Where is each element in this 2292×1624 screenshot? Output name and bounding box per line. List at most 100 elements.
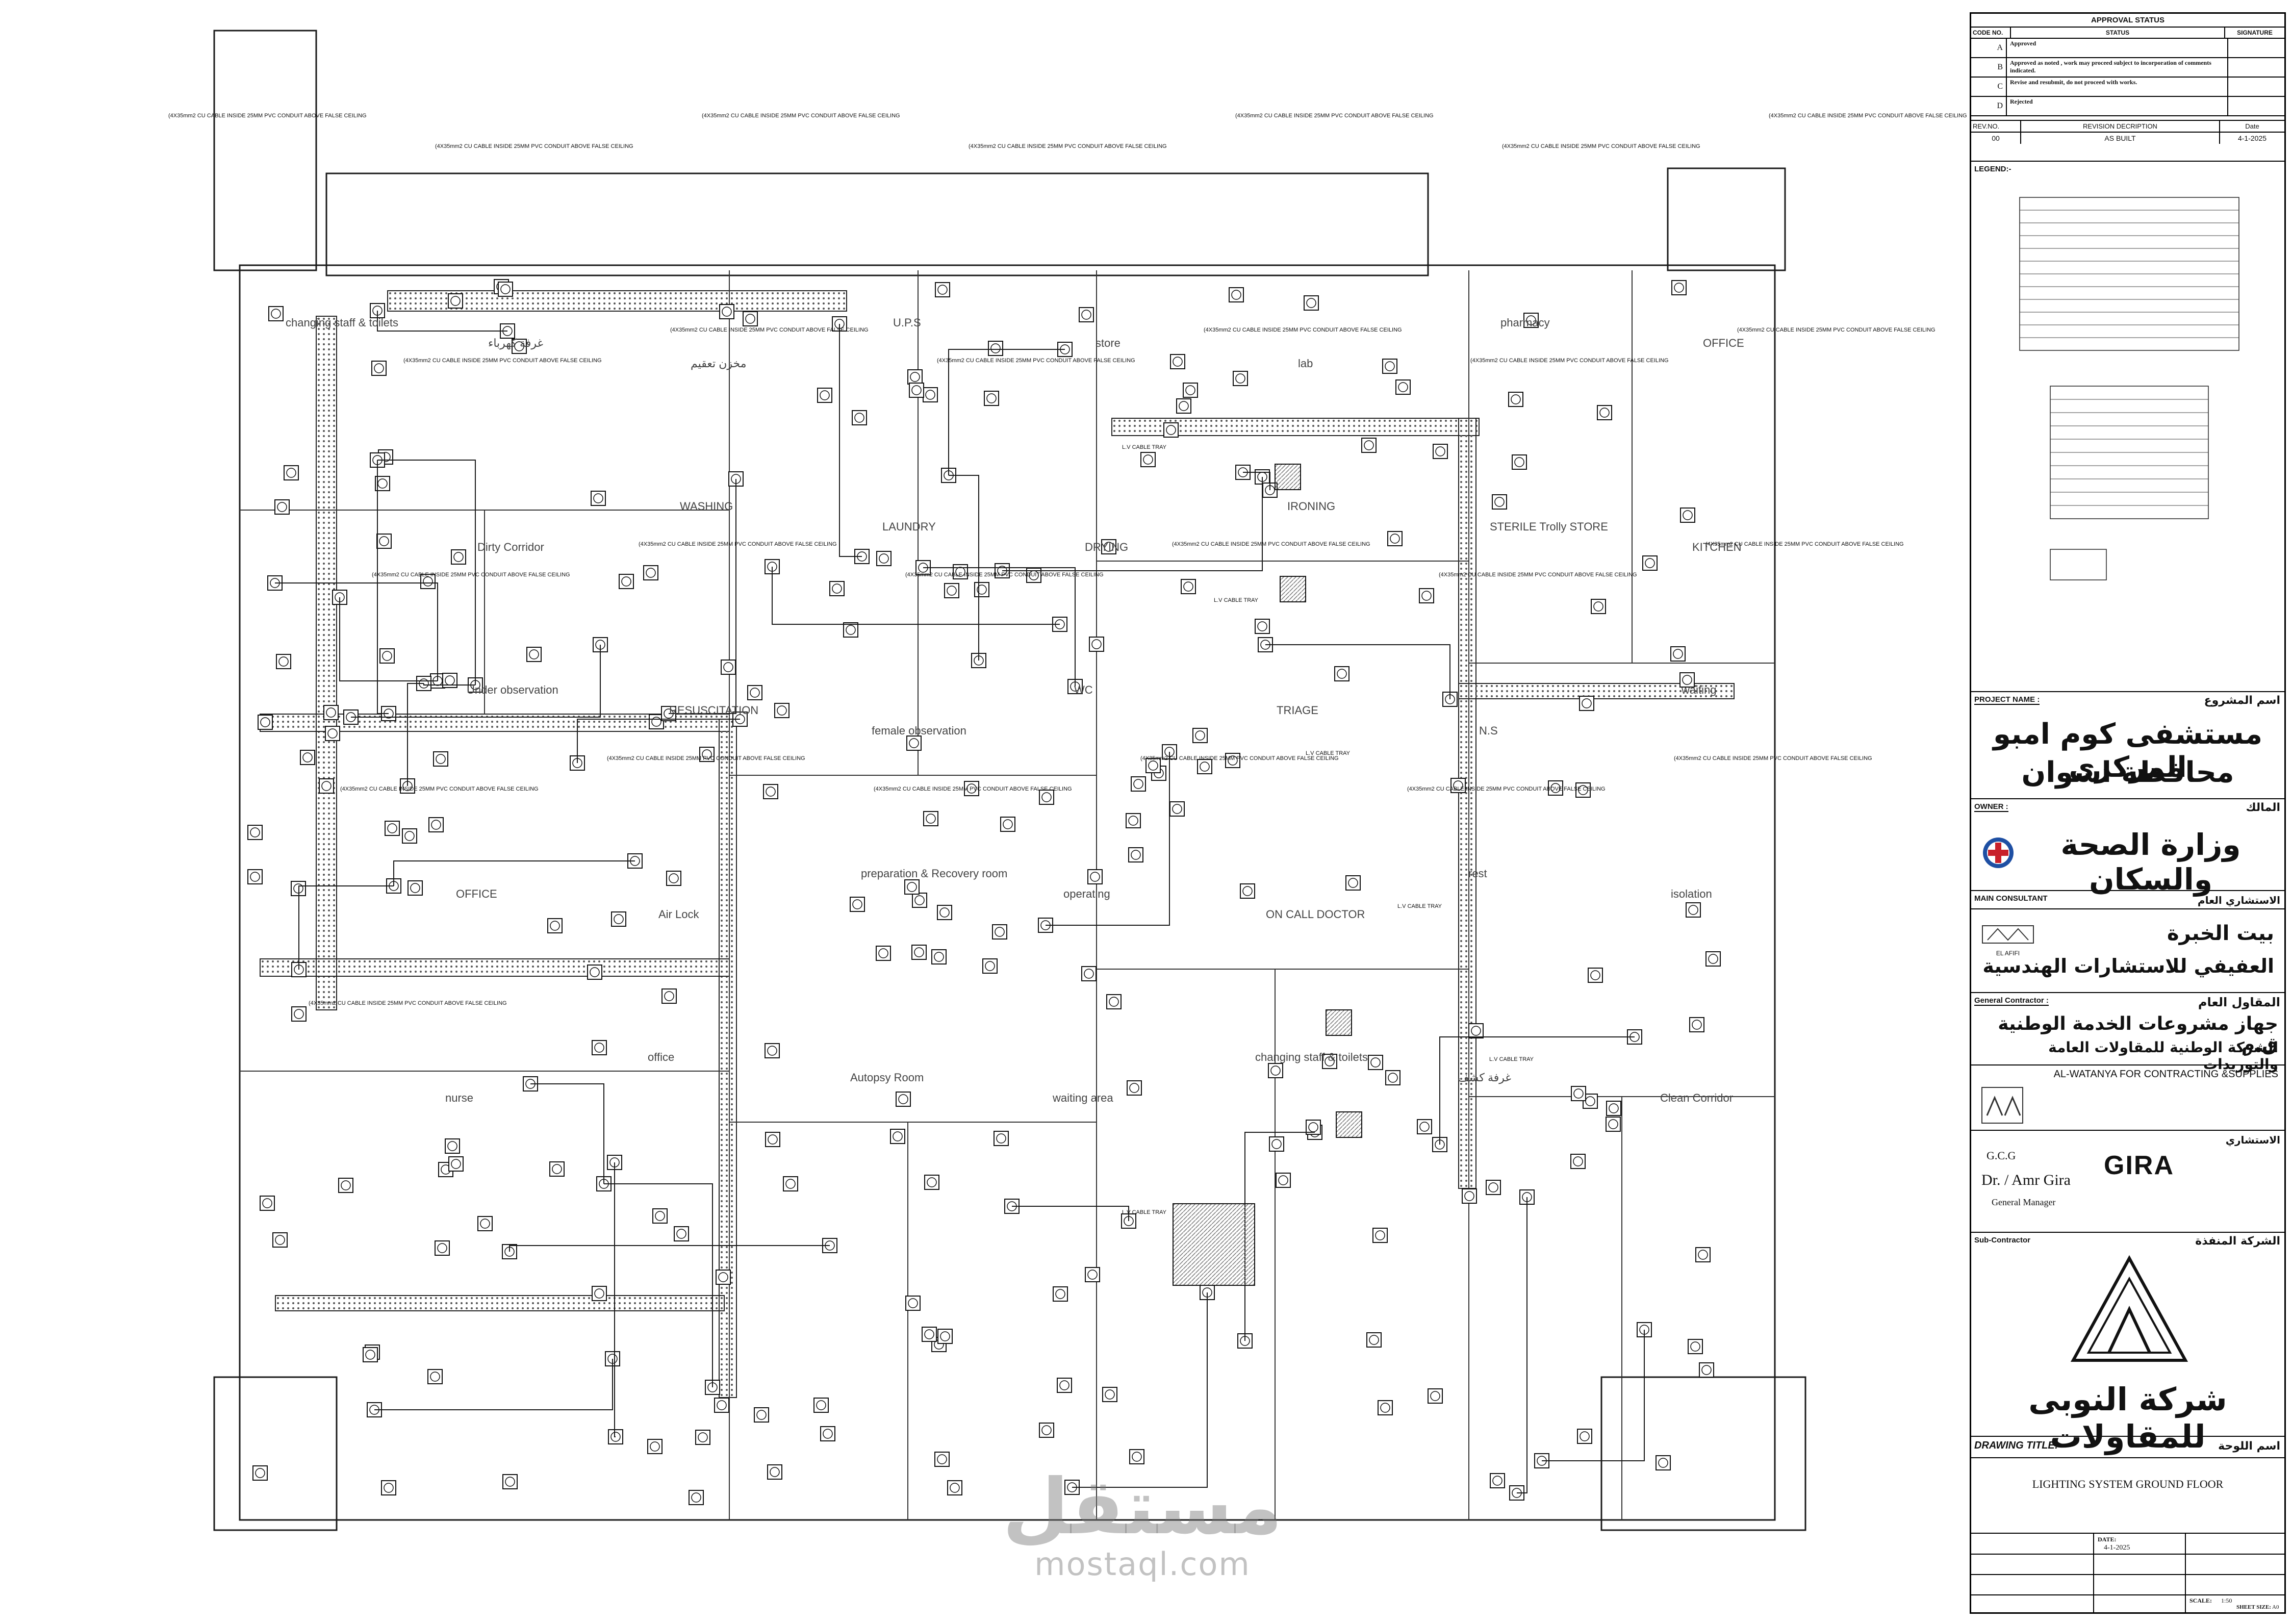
light-fixture bbox=[652, 1208, 668, 1224]
light-fixture bbox=[381, 1480, 396, 1495]
light-fixture-lamp bbox=[1183, 581, 1193, 592]
light-fixture bbox=[1705, 951, 1721, 967]
light-fixture bbox=[767, 1464, 782, 1480]
light-fixture-lamp bbox=[1514, 457, 1524, 467]
light-fixture bbox=[274, 499, 290, 515]
light-fixture-lamp bbox=[1701, 1365, 1712, 1375]
room-label: operating bbox=[1063, 887, 1110, 900]
light-fixture bbox=[1255, 619, 1270, 634]
room-label: WASHING bbox=[680, 500, 733, 513]
light-fixture bbox=[448, 1156, 464, 1172]
light-fixture-lamp bbox=[926, 814, 936, 824]
room-label: Air Lock bbox=[658, 908, 699, 921]
light-fixture bbox=[1127, 1080, 1142, 1096]
light-fixture-lamp bbox=[914, 895, 925, 905]
light-fixture-lamp bbox=[1148, 760, 1158, 771]
light-fixture bbox=[1269, 1136, 1284, 1152]
contractor-label-en: General Contractor : bbox=[1974, 996, 2049, 1006]
light-fixture-lamp bbox=[1398, 382, 1408, 392]
light-fixture-lamp bbox=[1692, 1020, 1702, 1030]
light-fixture bbox=[820, 1426, 835, 1441]
light-fixture-lamp bbox=[1172, 804, 1182, 814]
light-fixture-lamp bbox=[750, 688, 760, 698]
light-fixture-lamp bbox=[651, 717, 661, 727]
room-label: غرفة كهرباء bbox=[488, 337, 543, 350]
light-fixture bbox=[338, 1178, 353, 1193]
light-fixture bbox=[982, 958, 998, 974]
light-fixture-lamp bbox=[820, 390, 830, 400]
light-fixture bbox=[937, 905, 952, 920]
light-fixture-lamp bbox=[1003, 819, 1013, 829]
light-fixture-lamp bbox=[691, 1492, 701, 1503]
light-fixture bbox=[1387, 531, 1403, 546]
light-fixture bbox=[502, 1474, 518, 1489]
room-label: LAUNDRY bbox=[882, 520, 936, 533]
owner-label-ar: المالك bbox=[2246, 801, 2280, 814]
revision-col-date: Date bbox=[2245, 122, 2259, 130]
light-fixture-lamp bbox=[1228, 755, 1238, 766]
subcontractor-label-en: Sub-Contractor bbox=[1974, 1236, 2030, 1245]
contractor-line2: الشركة الوطنية للمقاولات العامة والتوريد… bbox=[2048, 1039, 2278, 1073]
light-fixture-lamp bbox=[910, 372, 920, 382]
light-fixture bbox=[647, 1439, 663, 1454]
light-fixture bbox=[451, 549, 466, 565]
project-name-line2: محافظة اسوان bbox=[2021, 756, 2234, 789]
light-fixture-lamp bbox=[610, 1432, 621, 1442]
light-fixture-lamp bbox=[1200, 762, 1210, 772]
light-fixture bbox=[408, 880, 423, 896]
light-fixture-lamp bbox=[1471, 1026, 1481, 1036]
light-fixture bbox=[1606, 1101, 1621, 1116]
light-fixture bbox=[1183, 383, 1198, 398]
approval-signature-cell bbox=[2228, 97, 2284, 115]
light-fixture-lamp bbox=[646, 568, 656, 578]
light-fixture bbox=[905, 1296, 921, 1311]
light-fixture-lamp bbox=[1708, 954, 1718, 964]
gira-role: General Manager bbox=[1992, 1197, 2056, 1207]
light-fixture-lamp bbox=[505, 1477, 515, 1487]
light-fixture bbox=[754, 1407, 769, 1423]
light-fixture-lamp bbox=[927, 1177, 937, 1187]
light-fixture bbox=[674, 1226, 689, 1241]
el-afifi-logo: EL AFIFI bbox=[1977, 922, 2039, 957]
light-fixture-lamp bbox=[767, 1046, 777, 1056]
light-fixture-lamp bbox=[1609, 1103, 1619, 1113]
light-fixture-lamp bbox=[996, 1133, 1006, 1144]
light-fixture bbox=[817, 388, 832, 403]
circuit-wire bbox=[275, 582, 438, 681]
watanya-logo bbox=[1981, 1087, 2023, 1124]
light-fixture-lamp bbox=[1271, 1139, 1282, 1149]
circuit-wire bbox=[1517, 1197, 1527, 1493]
light-fixture-lamp bbox=[777, 705, 787, 716]
light-fixture-lamp bbox=[1682, 675, 1692, 685]
light-fixture bbox=[325, 726, 340, 741]
light-fixture-lamp bbox=[1059, 1380, 1069, 1390]
room-label: غرفة كشف bbox=[1458, 1071, 1511, 1084]
light-fixture-lamp bbox=[1608, 1119, 1618, 1129]
light-fixture bbox=[1577, 1429, 1592, 1444]
light-fixture-lamp bbox=[985, 961, 995, 971]
approval-status-text: Approved bbox=[2007, 39, 2228, 57]
cable-note: (4X35mm2 CU CABLE INSIDE 25MM PVC CONDUI… bbox=[403, 358, 602, 364]
light-fixture bbox=[448, 293, 463, 309]
light-fixture-lamp bbox=[453, 552, 464, 562]
light-fixture-lamp bbox=[286, 468, 296, 478]
light-fixture-lamp bbox=[436, 754, 446, 764]
light-fixture bbox=[944, 583, 959, 598]
light-fixture bbox=[547, 918, 563, 933]
owner-name: وزارة الصحة والسكان bbox=[2060, 827, 2241, 897]
light-fixture-lamp bbox=[1090, 872, 1100, 882]
light-fixture bbox=[435, 1240, 450, 1256]
light-fixture bbox=[714, 1398, 729, 1413]
circuit-wire bbox=[839, 324, 862, 557]
light-fixture bbox=[643, 565, 658, 580]
room-label: OFFICE bbox=[456, 887, 497, 900]
light-fixture-lamp bbox=[250, 827, 260, 838]
light-fixture bbox=[252, 1465, 268, 1481]
light-fixture bbox=[611, 911, 626, 927]
light-fixture-lamp bbox=[1041, 1425, 1052, 1435]
light-fixture-lamp bbox=[1683, 510, 1693, 520]
light-fixture-lamp bbox=[1257, 621, 1267, 631]
light-fixture bbox=[247, 825, 263, 840]
legend-tables bbox=[2019, 197, 2239, 580]
